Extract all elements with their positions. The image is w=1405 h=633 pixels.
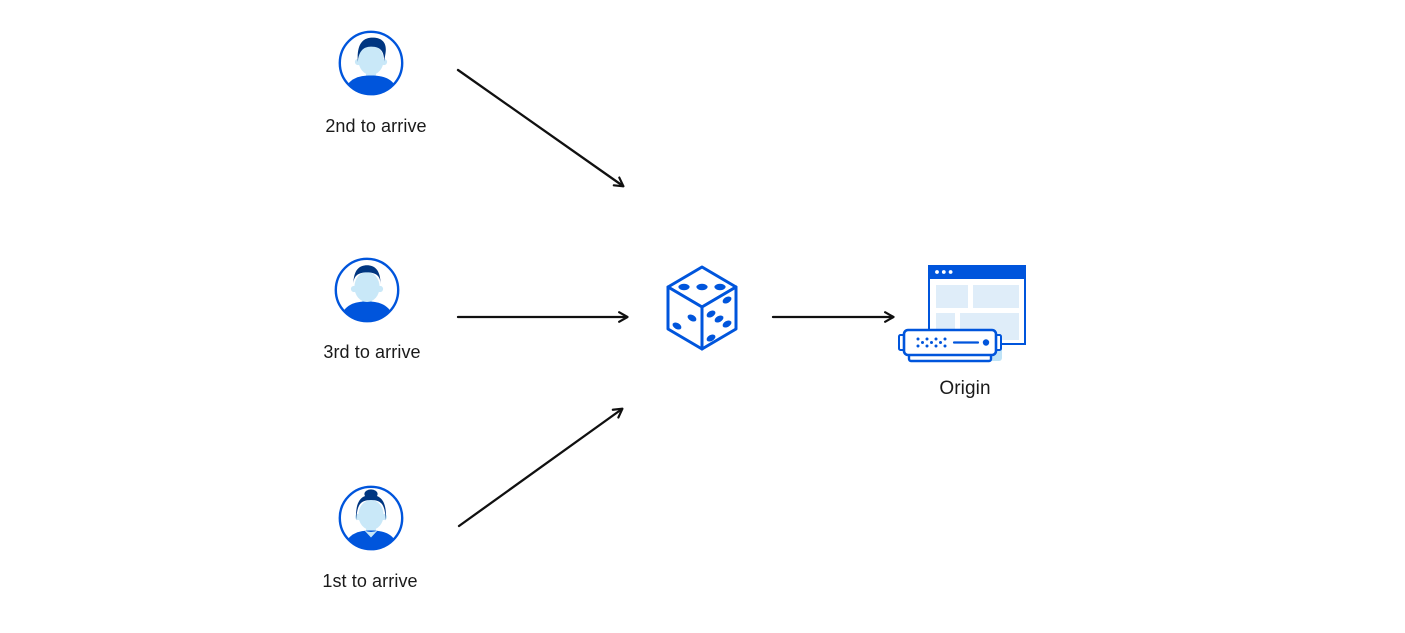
male-user-avatar-icon — [338, 30, 404, 96]
visitor-second-label: 2nd to arrive — [325, 116, 427, 136]
dice-icon — [666, 265, 738, 351]
origin-server-browser-icon — [898, 265, 1026, 363]
server-icon — [898, 328, 1002, 363]
visitor-third-label: 3rd to arrive — [323, 342, 421, 362]
visitor-first-label: 1st to arrive — [322, 571, 418, 591]
origin-label: Origin — [939, 378, 991, 399]
arrow-first-to-dice — [457, 407, 624, 528]
window-dots-icon — [935, 270, 953, 274]
arrow-second-to-dice — [456, 68, 625, 188]
male-user-avatar-icon — [334, 257, 400, 323]
female-user-avatar-icon — [338, 485, 404, 551]
